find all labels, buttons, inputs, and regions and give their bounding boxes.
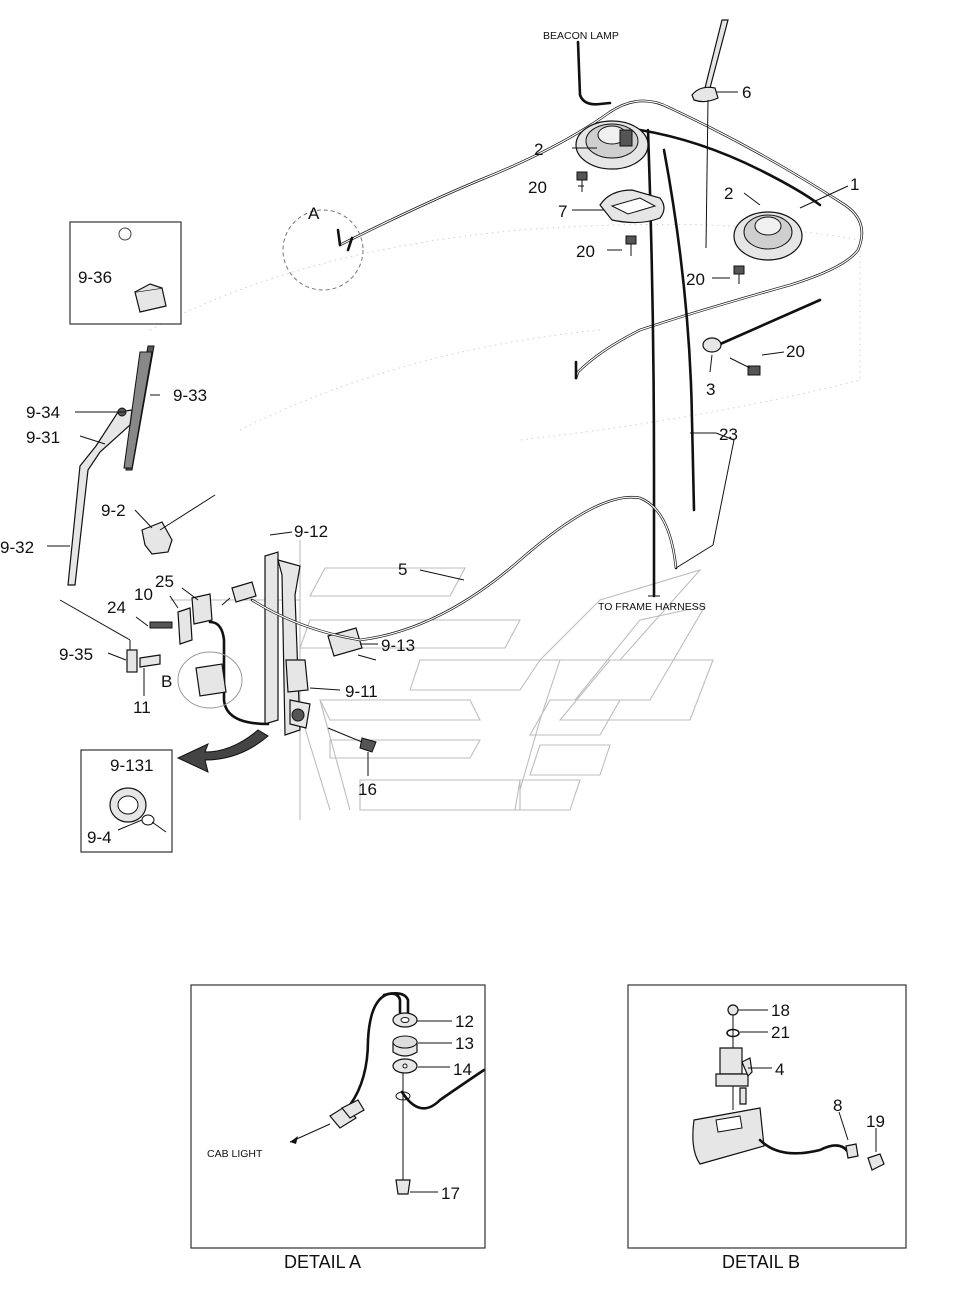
part-label: 2	[534, 140, 543, 159]
part-label: 20	[528, 178, 547, 197]
part-label: 23	[719, 425, 738, 444]
speaker-left	[575, 120, 649, 170]
part-label: 24	[107, 598, 126, 617]
label-cab-light: CAB LIGHT	[207, 1148, 263, 1160]
part-label: 8	[833, 1096, 842, 1115]
mount-bracket	[139, 593, 213, 668]
inset-box-9-36	[69, 221, 182, 325]
part-label: 20	[576, 242, 595, 261]
part-label: 9-12	[294, 522, 328, 541]
part-label: 9-4	[87, 828, 112, 847]
part-label: 13	[455, 1034, 474, 1053]
part-label: 9-131	[110, 756, 153, 775]
screw-icon	[576, 171, 761, 376]
part-label: 11	[133, 698, 151, 717]
grommet	[702, 337, 722, 353]
wiper-assembly	[59, 345, 155, 673]
part-label: 6	[742, 83, 751, 102]
antenna	[691, 19, 729, 249]
part-label: 19	[866, 1112, 885, 1131]
part-label: 16	[358, 780, 377, 799]
part-label: 20	[686, 270, 705, 289]
view-a-circle	[282, 209, 364, 291]
part-label: 17	[441, 1184, 460, 1203]
inset-box-9-131	[80, 749, 173, 853]
part-label: 5	[398, 560, 407, 579]
callout-arrow	[176, 729, 269, 773]
part-label: 21	[771, 1023, 790, 1042]
part-label: 25	[155, 572, 174, 591]
part-label: 9-33	[173, 386, 207, 405]
part-label: 4	[775, 1060, 784, 1079]
speaker-right	[733, 211, 803, 261]
caption-detail-b: DETAIL B	[722, 1252, 800, 1272]
part-label: 9-35	[59, 645, 93, 664]
part-label: 18	[771, 1001, 790, 1020]
roof-harness	[336, 40, 864, 598]
part-label: 14	[453, 1060, 472, 1079]
label-view-b: B	[161, 672, 172, 691]
part-label: 9-31	[26, 428, 60, 447]
cab-frame-outline	[149, 223, 861, 820]
part-label: 9-11	[345, 682, 378, 701]
detail-a-panel	[190, 984, 486, 1249]
part-label: 9-13	[381, 636, 415, 655]
label-to-frame-harness: TO FRAME HARNESS	[598, 601, 706, 613]
part-label: 1	[850, 175, 859, 194]
part-label: 10	[134, 585, 153, 604]
detail-b-panel	[627, 984, 907, 1249]
part-label: 12	[455, 1012, 474, 1031]
dome-light	[599, 189, 665, 224]
label-beacon-lamp: BEACON LAMP	[543, 30, 619, 42]
part-label: 9-34	[26, 403, 60, 422]
part-label: 9-32	[0, 538, 34, 557]
caption-detail-a: DETAIL A	[284, 1252, 361, 1272]
view-b-circle	[177, 651, 243, 709]
part-label: 2	[724, 184, 733, 203]
label-view-a: A	[308, 204, 320, 223]
wiper-motor-column	[221, 551, 363, 736]
part-label: 7	[558, 202, 567, 221]
part-label: 3	[706, 380, 715, 399]
part-label: 20	[786, 342, 805, 361]
bracket-9-2	[141, 521, 173, 555]
part-label: 9-2	[101, 501, 126, 520]
leader-lines	[47, 91, 849, 831]
part-label: 9-36	[78, 268, 112, 287]
